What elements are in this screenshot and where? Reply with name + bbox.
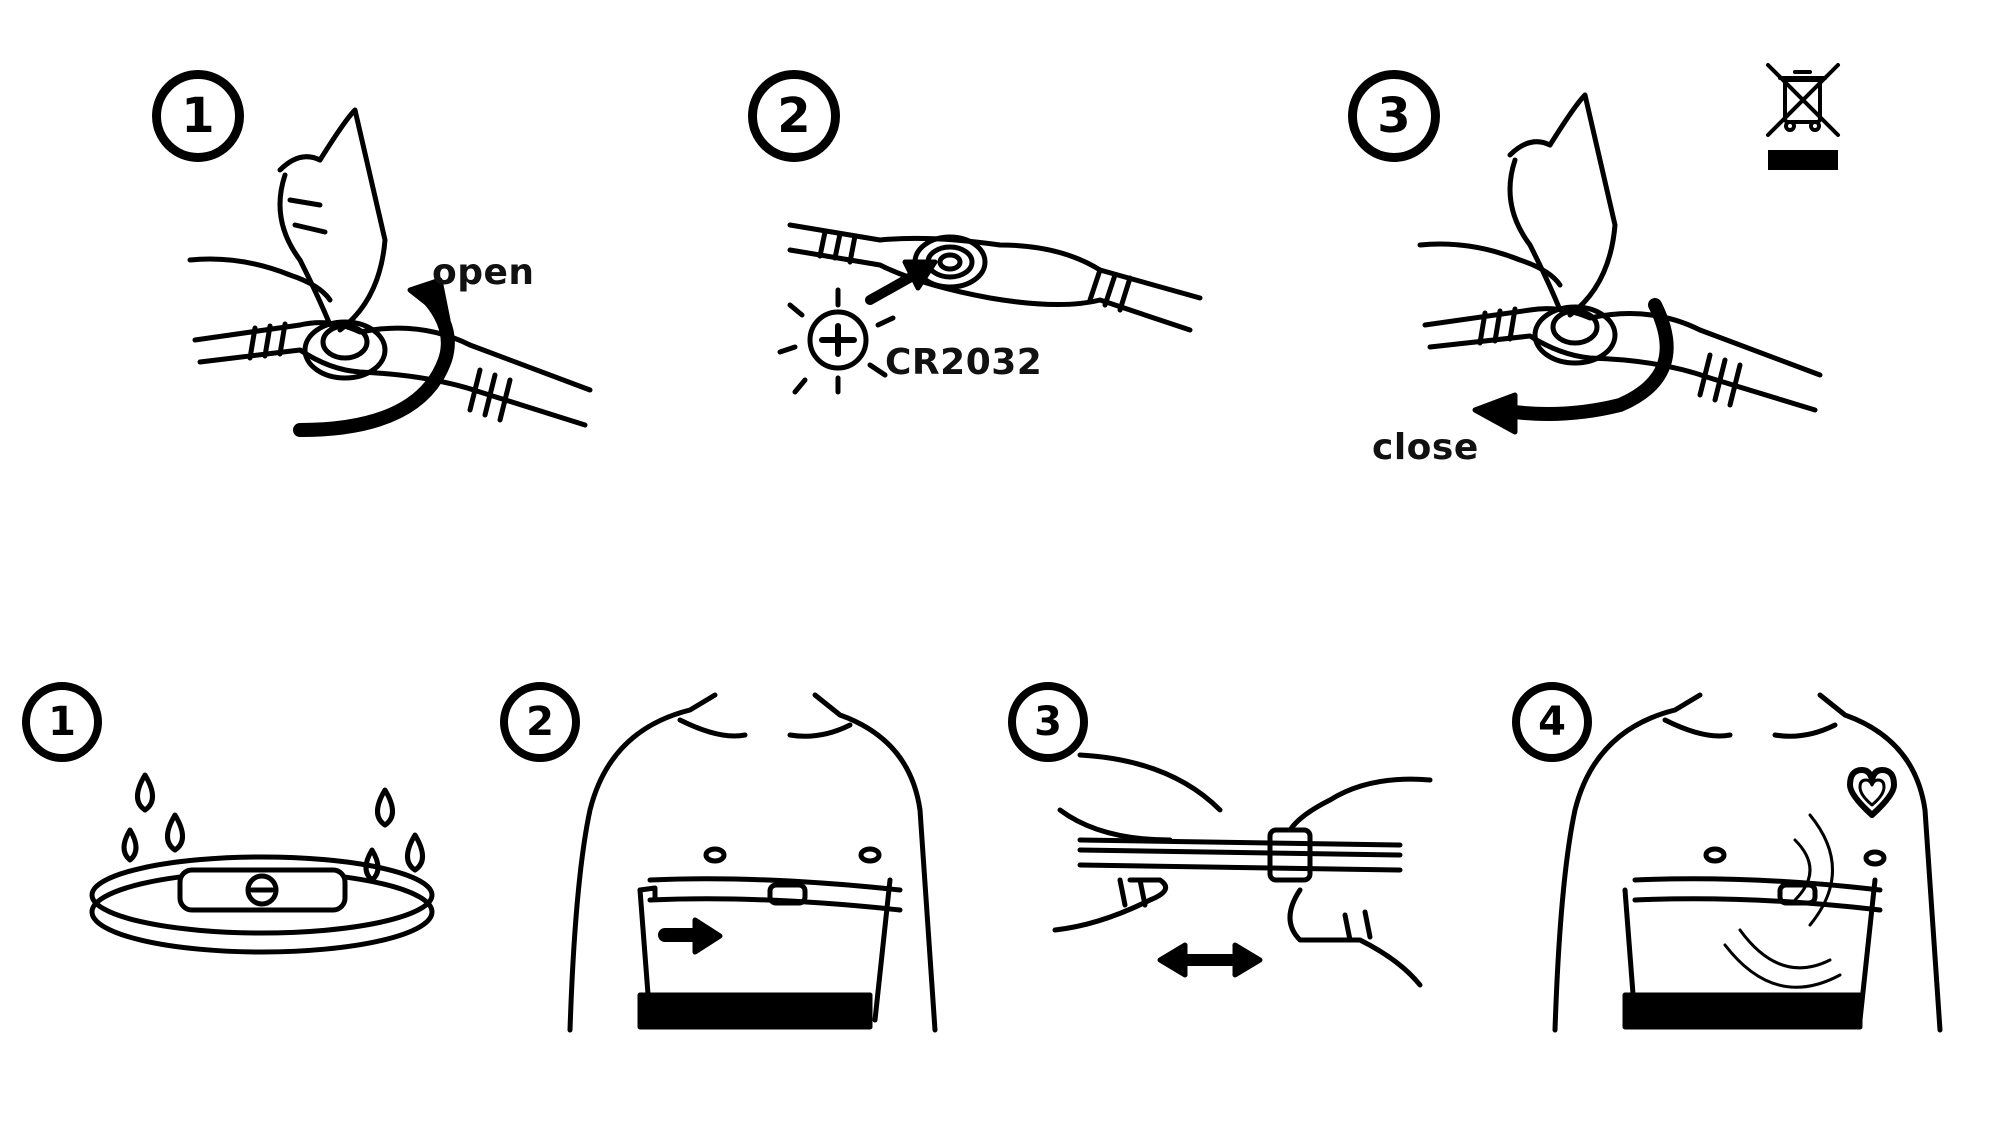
torso-strap-fit-illustration [567, 692, 938, 1033]
step-number: 4 [1538, 699, 1566, 745]
strap-adjust-illustration [1052, 752, 1433, 988]
step-number: 1 [48, 699, 76, 745]
battery-type-label: CR2032 [885, 342, 1043, 383]
water-drop-icon [121, 772, 425, 883]
wear-step-badge-3: 3 [1008, 682, 1088, 762]
strap-sensor-close-illustration [1417, 92, 1823, 435]
battery-step-badge-1: 1 [152, 70, 244, 162]
wear-step-badge-4: 4 [1512, 682, 1592, 762]
step-number: 3 [1377, 88, 1411, 144]
battery-step-badge-3: 3 [1348, 70, 1440, 162]
step-number: 2 [526, 699, 554, 745]
close-label: close [1372, 427, 1479, 468]
step-number: 2 [777, 88, 811, 144]
heart-icon [1847, 767, 1897, 818]
heart-signal-illustration [1552, 692, 1943, 1033]
battery-step-badge-2: 2 [748, 70, 840, 162]
crossed-out-wheelie-bin-icon [1766, 63, 1840, 170]
wear-step-badge-1: 1 [22, 682, 102, 762]
strap-battery-insert-illustration [777, 222, 1203, 395]
wet-electrodes-illustration [89, 772, 435, 955]
step-number: 1 [181, 88, 215, 144]
wear-step-badge-2: 2 [500, 682, 580, 762]
strap-sensor-open-illustration [187, 107, 593, 437]
step-number: 3 [1034, 699, 1062, 745]
open-label: open [432, 252, 535, 293]
